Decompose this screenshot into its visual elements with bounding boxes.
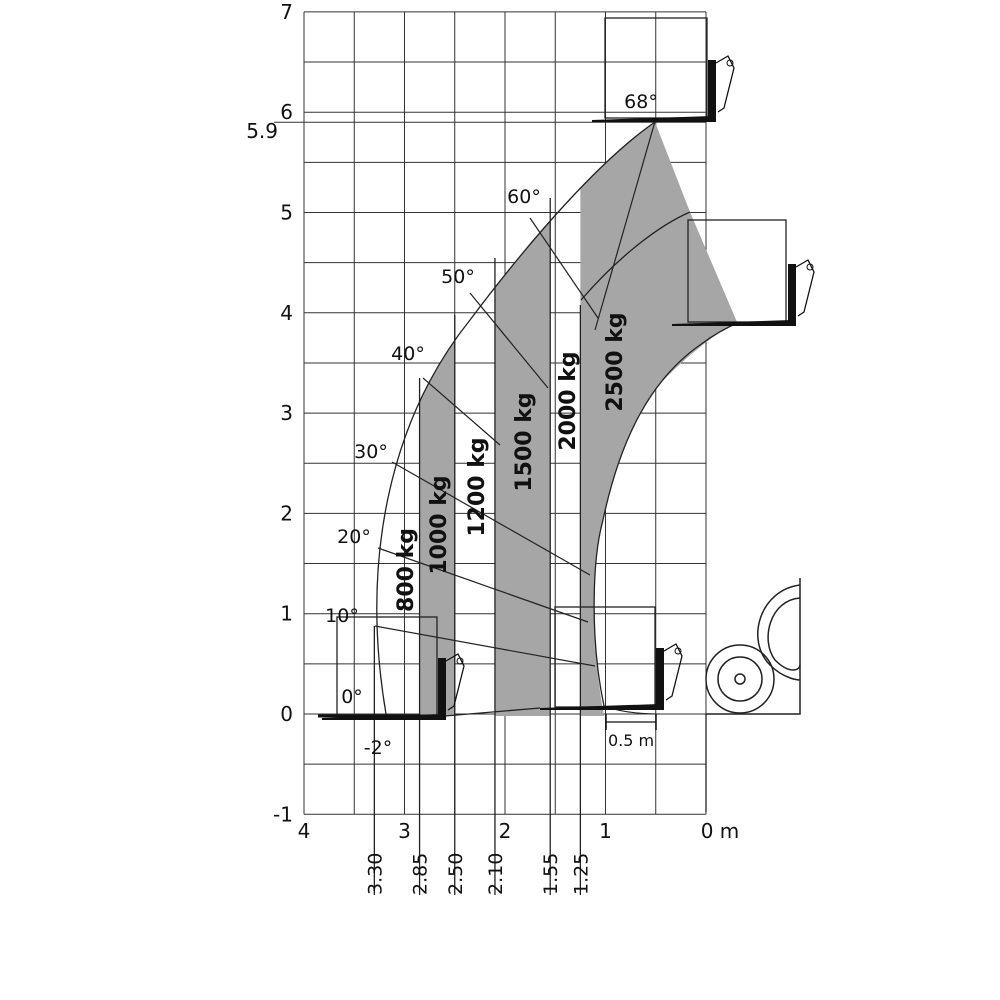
reach-mark-label: 2.10 — [485, 853, 507, 895]
x-tick-label: 4 — [298, 819, 311, 843]
fork-arm — [715, 55, 735, 113]
fork-carriage — [592, 17, 735, 122]
boom-angle-line — [377, 547, 589, 623]
load-zone-label: 1200 kg — [465, 437, 490, 536]
envelope-outer-boundary — [376, 121, 656, 715]
y-tick-label: 6 — [280, 100, 293, 124]
fork-tine — [672, 320, 792, 326]
boom-angle-label: -2° — [364, 737, 392, 759]
x-tick-label: 3 — [398, 819, 411, 843]
fork-carriages — [318, 17, 815, 720]
y-tick-label: 3 — [280, 401, 293, 425]
scale-bar-label: 0.5 m — [608, 731, 654, 750]
boom-angle-line — [374, 625, 596, 667]
boom-angle-label: 68° — [624, 91, 658, 113]
max-height-label: 5.9 — [246, 119, 278, 143]
y-tick-label: 4 — [280, 301, 293, 325]
boom-angle-line — [391, 461, 591, 576]
fork-pin — [726, 59, 734, 67]
boom-angle-label: 10° — [325, 605, 359, 627]
fork-tine — [592, 116, 712, 122]
boom-angle-label: 60° — [507, 186, 541, 208]
cab-outline-outer — [757, 584, 801, 681]
boom-angle-line — [529, 217, 599, 319]
load-zone-label: 1500 kg — [512, 392, 537, 491]
machine-front — [605, 578, 801, 730]
load-zone-label: 2500 kg — [603, 312, 628, 411]
envelope-upper-inner — [580, 211, 691, 301]
fork-backrest — [656, 648, 664, 710]
boom-angle-label: 30° — [354, 441, 388, 463]
fork-arm — [663, 643, 683, 701]
fork-arm — [795, 259, 815, 317]
y-tick-label: 2 — [280, 501, 293, 525]
boom-angle-label: 50° — [441, 266, 475, 288]
x-axis-unit: 0 m — [701, 819, 740, 843]
reach-mark-label: 2.85 — [410, 853, 432, 895]
y-tick-label: 5 — [280, 201, 293, 225]
y-tick-label: 7 — [280, 0, 293, 24]
fork-carriage — [540, 606, 683, 710]
fork-backrest — [708, 60, 716, 122]
load-zone-label: 2000 kg — [556, 351, 581, 450]
y-tick-label: 0 — [280, 702, 293, 726]
chassis-outline — [706, 578, 801, 715]
fork-pin — [806, 263, 814, 271]
fork-backrest — [788, 264, 796, 326]
reach-mark-label: 1.55 — [540, 853, 562, 895]
boom-angle-line — [422, 377, 501, 446]
boom-angle-label: 40° — [391, 343, 425, 365]
envelope-base-line — [444, 707, 541, 717]
x-tick-label: 1 — [599, 819, 612, 843]
y-tick-label: 1 — [280, 602, 293, 626]
reach-mark-label: 2.50 — [445, 853, 467, 895]
boom-angle-lines — [374, 117, 657, 667]
fork-carriage — [672, 219, 815, 326]
reach-mark-label: 3.30 — [364, 853, 386, 895]
fork-backrest — [438, 658, 446, 720]
envelope-inner-boundary — [593, 321, 741, 707]
reach-mark-label: 1.25 — [570, 853, 592, 895]
chart-labels: 7 6 5 4 3 2 1 0 -1 5.9 4 3 2 1 0 m 3.30 2.85 2.50 2.10 1.55… — [246, 0, 739, 895]
boom-angle-label: 20° — [337, 526, 371, 548]
fork-pin — [456, 657, 464, 665]
boom-angle-line — [469, 292, 549, 389]
boom-angle-label: 0° — [341, 686, 363, 708]
boom-angle-line — [594, 117, 657, 331]
fork-tine — [540, 704, 660, 710]
wheel — [705, 644, 775, 714]
load-zone-label: 1000 kg — [427, 475, 452, 574]
x-tick-label: 2 — [499, 819, 512, 843]
fork-arm — [445, 653, 465, 711]
wheel-hub — [734, 673, 746, 685]
cab-outline — [767, 597, 801, 671]
wheel-inner — [717, 656, 763, 702]
working-envelope — [373, 121, 741, 895]
load-zone-label: 800 kg — [394, 528, 419, 612]
load-zone-upper — [581, 212, 737, 470]
y-tick-label: -1 — [273, 802, 293, 826]
fork-pin — [674, 647, 682, 655]
